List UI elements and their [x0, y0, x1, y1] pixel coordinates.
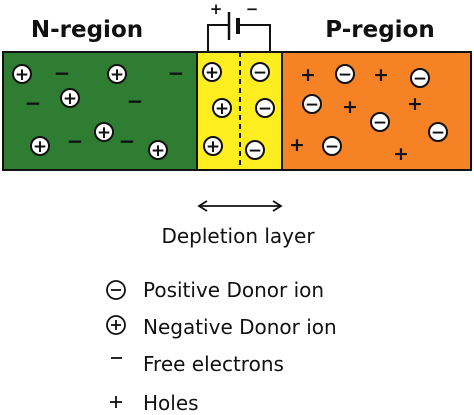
p-hole: + — [300, 64, 316, 86]
p-acceptor-ion: − — [410, 68, 430, 89]
svg-text:+: + — [215, 99, 229, 119]
legend-circled-plus-icon — [106, 315, 126, 335]
svg-text:+: + — [151, 141, 165, 161]
battery-minus-sign: − — [246, 0, 259, 18]
p-acceptor-ion: − — [335, 64, 355, 85]
depletion-layer-label: Depletion layer — [161, 224, 315, 248]
svg-text:−: − — [325, 137, 339, 157]
battery-plus-sign: + — [210, 0, 223, 18]
battery-wire-left — [207, 24, 228, 52]
n-free-electron: − — [168, 61, 185, 85]
n-donor-ion: + — [60, 88, 80, 109]
p-acceptor-ion: − — [370, 112, 390, 133]
svg-text:+: + — [206, 137, 220, 157]
depletion-width-arrow — [197, 200, 283, 212]
p-hole: + — [393, 143, 409, 165]
n-region-charges: + + + + + + − − − − − − — [12, 61, 185, 161]
svg-text:+: + — [63, 89, 77, 109]
n-free-electron: − — [67, 129, 84, 153]
n-donor-ion: + — [107, 64, 127, 85]
n-donor-ion: + — [30, 136, 50, 157]
legend-label-holes: Holes — [143, 391, 199, 415]
p-acceptor-ion: − — [302, 94, 322, 115]
battery-wire-right — [239, 24, 271, 52]
legend: Positive Donor ion Negative Donor ion Fr… — [106, 278, 337, 415]
svg-text:+: + — [15, 65, 29, 85]
svg-text:−: − — [373, 113, 387, 133]
n-donor-ion: + — [94, 122, 114, 143]
legend-label-free-electrons: Free electrons — [143, 352, 284, 376]
svg-text:+: + — [33, 137, 47, 157]
depletion-minus-ion: − — [250, 62, 270, 83]
n-region-title: N-region — [31, 17, 143, 43]
p-hole: + — [289, 134, 305, 156]
p-acceptor-ion: − — [322, 136, 342, 157]
svg-text:−: − — [248, 141, 262, 161]
n-donor-ion: + — [148, 140, 168, 161]
n-free-electron: − — [127, 89, 144, 113]
battery: + − — [207, 0, 271, 52]
svg-text:−: − — [431, 123, 445, 143]
depletion-charges: + + + − − − — [202, 62, 275, 161]
svg-text:+: + — [97, 123, 111, 143]
n-free-electron: − — [119, 129, 136, 153]
svg-text:−: − — [305, 95, 319, 115]
n-free-electron: − — [54, 61, 71, 85]
depletion-plus-ion: + — [202, 62, 222, 83]
depletion-minus-ion: − — [245, 140, 265, 161]
depletion-plus-ion: + — [203, 136, 223, 157]
svg-text:−: − — [253, 63, 267, 83]
p-region-title: P-region — [325, 17, 434, 43]
svg-text:−: − — [413, 69, 427, 89]
p-hole: + — [373, 64, 389, 86]
p-acceptor-ion: − — [428, 122, 448, 143]
legend-label-negative-donor-ion: Negative Donor ion — [143, 315, 337, 339]
p-hole: + — [342, 96, 358, 118]
legend-plus-icon — [110, 396, 122, 408]
svg-text:−: − — [338, 65, 352, 85]
svg-text:+: + — [205, 63, 219, 83]
legend-circled-minus-icon — [106, 280, 126, 300]
svg-text:−: − — [258, 99, 272, 119]
legend-label-positive-donor-ion: Positive Donor ion — [143, 278, 324, 302]
svg-text:+: + — [110, 65, 124, 85]
depletion-plus-ion: + — [212, 98, 232, 119]
p-region-charges: − − − − − − + + + + + + — [289, 64, 448, 165]
p-hole: + — [407, 93, 423, 115]
n-free-electron: − — [25, 91, 42, 115]
depletion-minus-ion: − — [255, 98, 275, 119]
n-donor-ion: + — [12, 64, 32, 85]
